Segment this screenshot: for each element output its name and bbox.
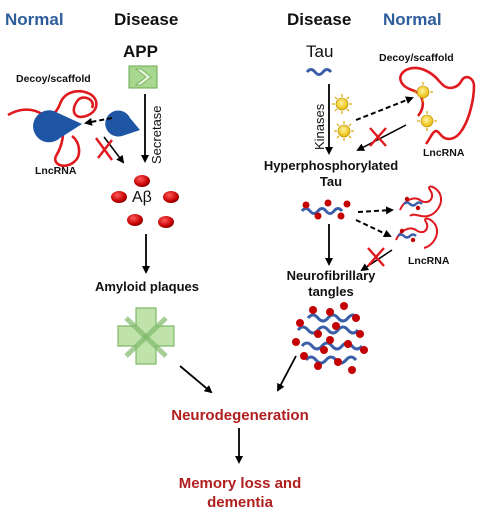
lncrna-strand-right-bottom bbox=[395, 217, 438, 249]
hyperphosphorylated-tau-icon bbox=[300, 199, 351, 220]
decoy-scaffold-label-right: Decoy/scaffold bbox=[379, 52, 454, 64]
dashed-arrow-left bbox=[84, 117, 113, 126]
dashed-arrow-right-low bbox=[355, 219, 392, 238]
plaques-to-neuro-arrow bbox=[179, 365, 213, 394]
block-x-icon bbox=[95, 137, 113, 161]
lncrna-strand-right-mid bbox=[399, 185, 442, 218]
tangles-to-neuro-arrow bbox=[277, 355, 297, 392]
neurofibrillary-tangles-icon bbox=[296, 313, 364, 365]
tau-label: Tau bbox=[306, 42, 334, 61]
normal-label-right: Normal bbox=[383, 10, 442, 29]
decoy-scaffold-label-left: Decoy/scaffold bbox=[16, 73, 91, 85]
secretase-label: Secretase bbox=[149, 105, 164, 164]
app-label: APP bbox=[123, 42, 158, 61]
nft-line-1: Neurofibrillary bbox=[286, 268, 376, 283]
hyperphosphorylated-tau-label: Hyperphosphorylated Tau bbox=[256, 158, 406, 190]
app-block-icon bbox=[128, 65, 158, 89]
memory-line-2: dementia bbox=[207, 494, 273, 511]
dashed-arrow-right-mid bbox=[357, 206, 394, 215]
lncrna-strand-right-top bbox=[399, 66, 476, 145]
secretase-bound-icon bbox=[33, 110, 82, 143]
amyloid-plaques-label: Amyloid plaques bbox=[94, 279, 200, 294]
block-x-icon-right-top bbox=[369, 127, 387, 147]
dashed-arrow-right-top bbox=[355, 96, 414, 121]
hyper-line-2: Tau bbox=[319, 174, 343, 189]
normal-label-left: Normal bbox=[5, 10, 64, 29]
memory-line-1: Memory loss and bbox=[178, 475, 302, 492]
block-x-icon-right-low bbox=[367, 247, 385, 267]
blocked-arrow-left bbox=[103, 136, 125, 164]
blocked-arrow-right-low bbox=[360, 249, 393, 272]
blocked-arrow-right-top bbox=[356, 124, 407, 151]
neurodegeneration-label: Neurodegeneration bbox=[171, 407, 309, 424]
memory-loss-label: Memory loss and dementia bbox=[140, 474, 340, 512]
lncrna-label-right-top: LncRNA bbox=[423, 147, 465, 159]
lncrna-label-right-bottom: LncRNA bbox=[408, 255, 450, 267]
amyloid-plaque-icon bbox=[117, 307, 175, 365]
secretase-free-icon bbox=[105, 110, 140, 137]
nft-line-2: tangles bbox=[308, 284, 354, 299]
disease-label-right: Disease bbox=[287, 10, 352, 29]
neurofibrillary-tangles-label: Neurofibrillary tangles bbox=[256, 268, 406, 300]
disease-label-left: Disease bbox=[114, 10, 179, 29]
phosphate-groups bbox=[292, 302, 368, 374]
abeta-label: Aβ bbox=[132, 189, 152, 206]
hyper-line-1: Hyperphosphorylated bbox=[263, 158, 399, 173]
abeta-peptides bbox=[111, 175, 179, 228]
tau-protein-icon bbox=[305, 68, 333, 76]
kinase-icon bbox=[332, 94, 354, 141]
kinases-label: Kinases bbox=[312, 103, 327, 150]
lncrna-label-left: LncRNA bbox=[35, 165, 77, 177]
kinase-bound-icon bbox=[413, 82, 437, 131]
